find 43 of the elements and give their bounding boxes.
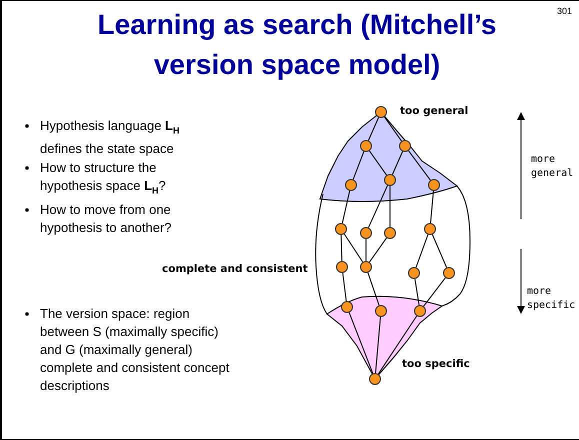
connector-line bbox=[414, 278, 420, 306]
hypothesis-circle bbox=[443, 267, 455, 279]
region-label: complete and consistent bbox=[162, 263, 308, 275]
bullet-text: How to structure the hypothesis space L$_{H}$? bbox=[40, 159, 167, 198]
region-label: too specific bbox=[402, 358, 470, 370]
bullet-text: The version space: region between S (maximally specific) and G (maximally general) complete and consistent concept descriptions bbox=[40, 305, 230, 395]
connector-line bbox=[367, 272, 380, 306]
connector-line bbox=[368, 117, 380, 141]
connector-line bbox=[378, 316, 418, 374]
connector-line bbox=[352, 151, 364, 180]
page-number: 301 bbox=[557, 5, 572, 18]
slide-title: Learning as search (Mitchell’s version space model) bbox=[96, 8, 498, 82]
axis-label: more specific bbox=[527, 285, 576, 313]
hypothesis-circle bbox=[336, 261, 348, 273]
hypothesis-circle bbox=[408, 267, 420, 279]
connector-line bbox=[432, 234, 448, 268]
hypothesis-circle bbox=[360, 227, 372, 239]
bullet-text: How to move from one hypothesis to another? bbox=[40, 201, 173, 237]
hypothesis-circle bbox=[384, 227, 396, 239]
region-label: too general bbox=[400, 105, 468, 117]
connector-line bbox=[344, 234, 364, 262]
hypothesis-circle bbox=[341, 301, 353, 313]
axis-label: more general bbox=[531, 153, 574, 181]
connector-line bbox=[392, 151, 404, 175]
connector-line bbox=[342, 190, 350, 224]
connector-line bbox=[348, 312, 374, 374]
connector-line bbox=[340, 234, 342, 262]
connector-line bbox=[368, 237, 388, 263]
connector-line bbox=[375, 316, 381, 374]
connector-line bbox=[342, 272, 347, 302]
hypothesis-circle bbox=[424, 223, 436, 235]
hypothesis-circle bbox=[360, 261, 372, 273]
hypothesis-circle bbox=[375, 106, 387, 118]
connector-line bbox=[384, 116, 402, 142]
connector-line bbox=[423, 277, 446, 307]
connector-line bbox=[368, 150, 388, 176]
hypothesis-circle bbox=[335, 223, 347, 235]
connector-line bbox=[430, 190, 434, 224]
connector-line bbox=[368, 184, 388, 228]
bullet-text: Hypothesis language L$_{H}$ defines the state space bbox=[40, 117, 180, 158]
connector-line bbox=[408, 150, 431, 181]
connector-line bbox=[416, 234, 428, 268]
hypothesis-circle bbox=[369, 373, 381, 385]
